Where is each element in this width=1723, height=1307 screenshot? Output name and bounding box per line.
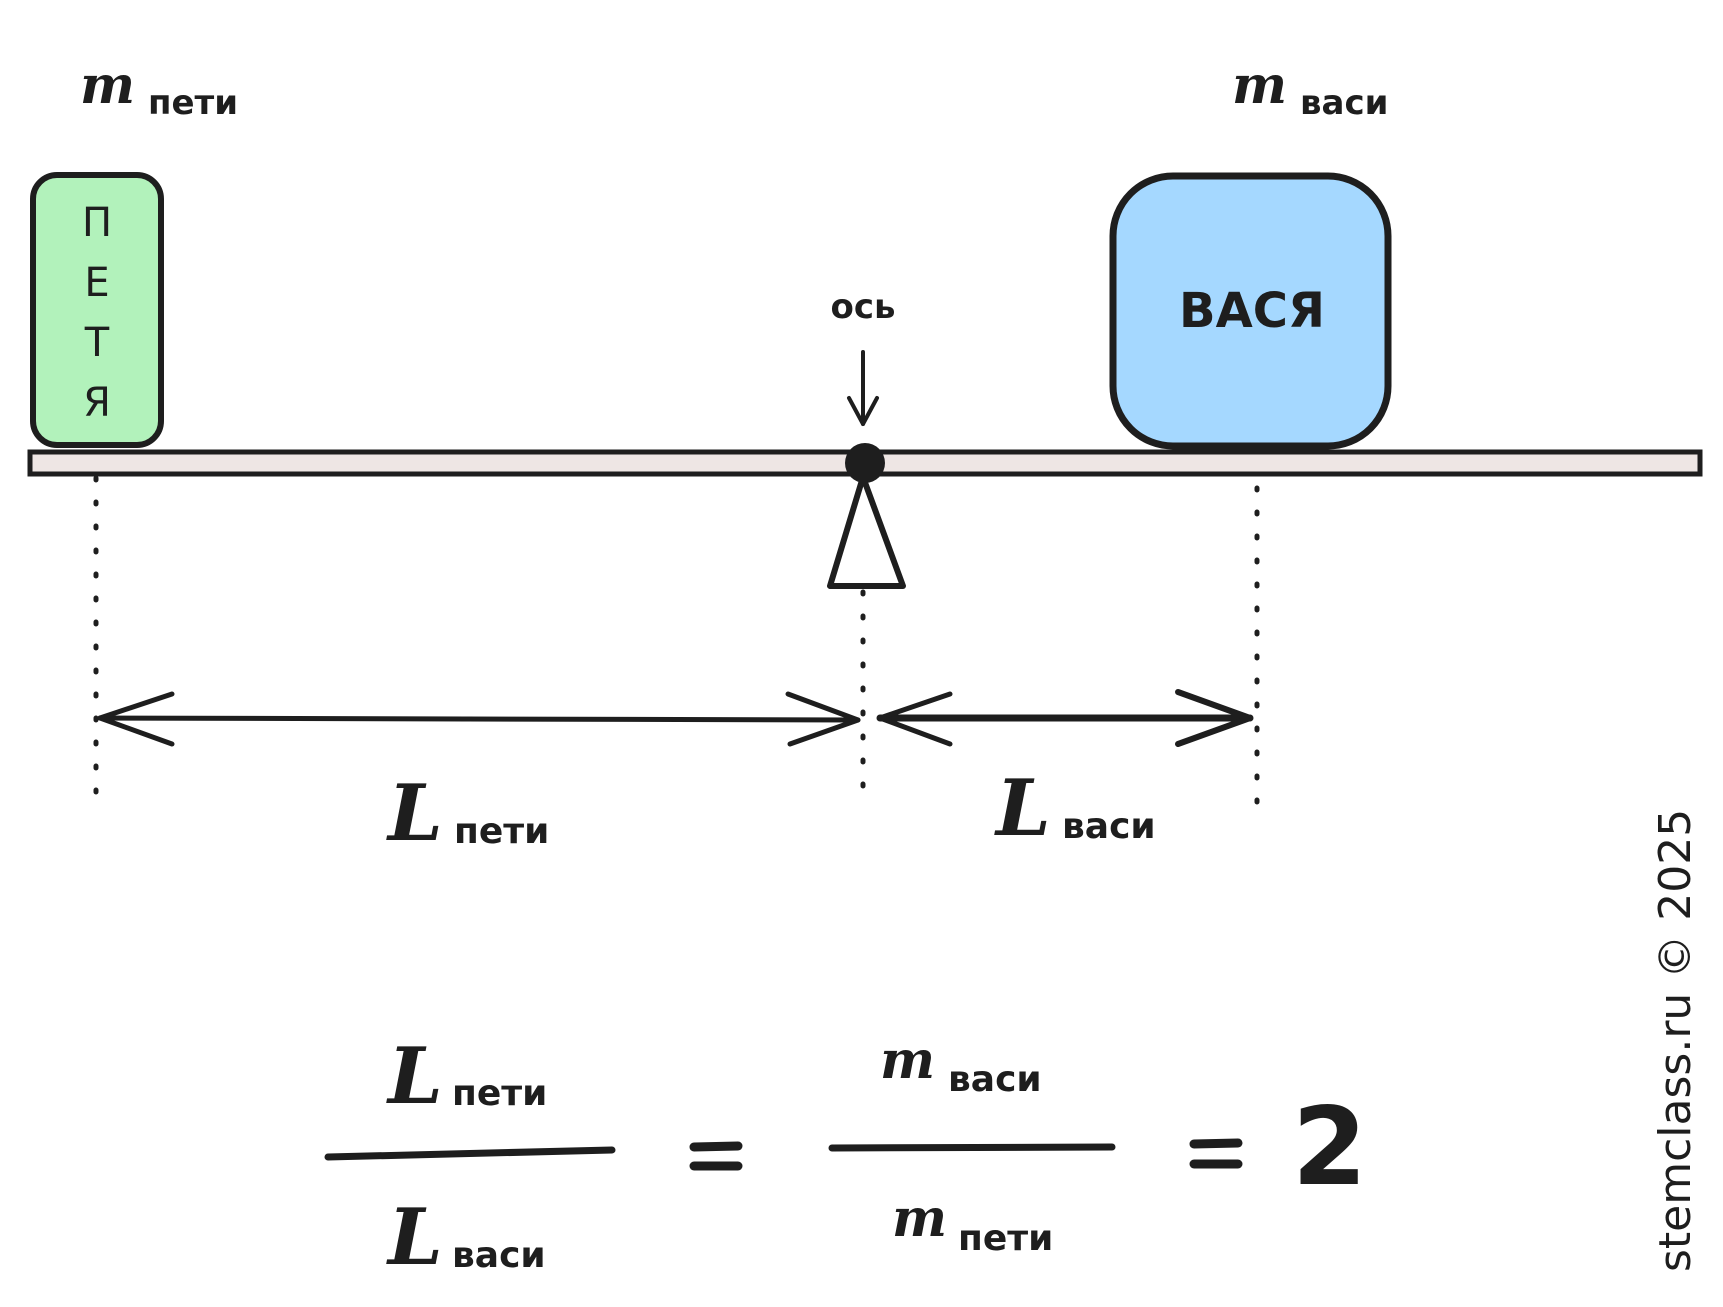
denominator-m-subscript: пети [958,1218,1053,1259]
equals-sign-2 [1189,1138,1243,1169]
mass-label-vasya: m васи [1232,55,1388,123]
petya-letter-2: Е [84,260,109,306]
m-symbol-vasya: m [1232,55,1287,116]
vasya-block-label: ВАСЯ [1179,283,1325,339]
denominator-L-subscript: васи [452,1235,546,1276]
petya-letter-1: П [82,200,112,246]
L-symbol-petya: L [386,768,443,859]
vasya-block: ВАСЯ [1109,172,1392,450]
numerator-L-subscript: пети [452,1073,547,1114]
distance-arrow-petya [97,691,861,747]
length-subscript-vasya: васи [1062,806,1156,847]
subscript-petya: пети [148,83,238,123]
denominator-m: m [892,1188,947,1249]
denominator-L: L [386,1192,443,1283]
mass-label-petya: m пети [80,55,238,123]
numerator-m: m [880,1030,935,1091]
vasya-block-shape [1109,172,1392,450]
fraction-lengths: L пети L васи [324,1031,616,1283]
length-label-petya: L пети [386,768,549,859]
petya-letter-4: Я [83,380,111,426]
fraction-bar-lengths [324,1146,616,1161]
subscript-vasya: васи [1300,83,1388,123]
petya-block: П Е Т Я [30,172,164,448]
copyright-text: stemclass.ru © 2025 [1650,809,1701,1272]
fulcrum-triangle [827,474,906,589]
axis-label: ось [830,287,895,327]
equilibrium-formula: L пети L васи m васи m пети 2 [324,1030,1367,1283]
petya-letter-3: Т [84,320,110,366]
m-symbol-petya: m [80,55,135,116]
axis-arrow [847,350,879,426]
petya-block-shape [30,172,164,448]
numerator-m-subscript: васи [948,1059,1042,1100]
L-symbol-vasya: L [994,763,1051,854]
result-value: 2 [1292,1085,1367,1210]
fraction-masses: m васи m пети [828,1030,1116,1259]
distance-arrow-vasya [876,689,1254,747]
equals-sign-1 [689,1141,743,1171]
pivot-point [845,443,885,483]
length-label-vasya: L васи [994,763,1156,854]
fraction-bar-masses [828,1143,1116,1152]
length-subscript-petya: пети [454,811,549,852]
numerator-L: L [386,1031,443,1122]
